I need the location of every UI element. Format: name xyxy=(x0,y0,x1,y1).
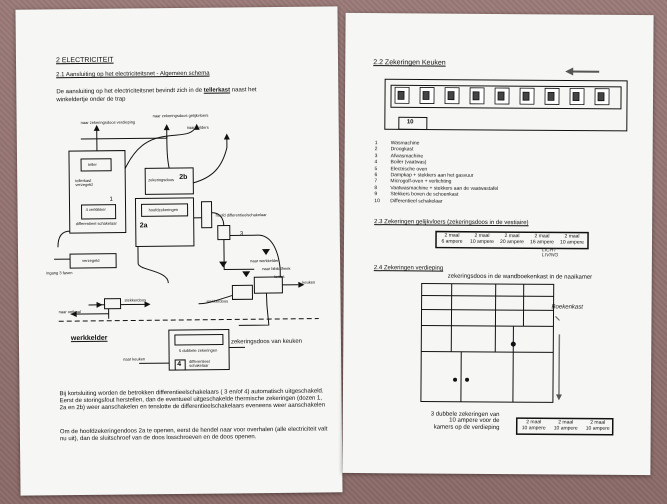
label-naar-kelders: naar kelders xyxy=(186,124,209,130)
label-terras: terras xyxy=(274,273,285,280)
text-3-dubbele-zekeringen: 3 dubbele zekeringen van 10 ampere voor … xyxy=(430,411,500,431)
label-differentieel: differentieel schakelaar xyxy=(75,220,117,227)
handwritten-note: LICHT LIVING xyxy=(541,247,559,259)
list-item-text: Boiler (vaatwas) xyxy=(390,159,427,166)
fuse-switch xyxy=(572,92,580,101)
fuse-switch xyxy=(522,91,530,101)
label-hoofd-diff: hoofd differentieelschakelaar xyxy=(215,212,267,218)
label-tellerkast: tellerkast verzegeld xyxy=(75,177,93,188)
heading-zekeringen-gelijkvloers: 2.3 Zekeringen gelijkvloers (zekeringsdo… xyxy=(374,219,529,227)
fuse-switch xyxy=(597,92,605,102)
fuse-switch xyxy=(547,91,555,101)
label-diff-4: differentieel schakelaar xyxy=(189,358,210,369)
fuse-cell-ampere: 16 ampere xyxy=(530,238,554,245)
fuse-cell-ampere: 6 ampere xyxy=(441,238,463,245)
box-number-10: 10 xyxy=(406,119,414,126)
label-verklikker: 4 verklikker xyxy=(85,206,106,212)
list-item-number: 7 xyxy=(374,178,378,185)
fuse-cell-ampere: 10 ampere xyxy=(553,424,578,432)
label-boekenkast: Boekenkast xyxy=(551,304,583,311)
label-naar-zekeringdoos-verdieping: naar zekeringsdoos verdieping xyxy=(80,119,136,126)
list-item-text: Droogkast xyxy=(390,146,414,153)
fuse-switch xyxy=(447,91,455,101)
electrical-schema-diagram xyxy=(54,123,319,371)
heading-zekeringen-verdieping: 2.4 Zekeringen verdieping xyxy=(373,265,444,272)
label-verzegeld: verzegeld xyxy=(82,257,100,264)
fuse-cell-ampere: 10 ampere xyxy=(585,425,610,432)
fuse-switch xyxy=(472,91,480,101)
label-2a: 2a xyxy=(139,222,148,230)
label-naar-zekeringdoos-gelijkvloers: naar zekeringsdoos gelijkvloers xyxy=(152,112,209,119)
fuse-switch xyxy=(422,91,430,100)
list-item-number: 10 xyxy=(374,197,380,204)
fuse-cell-ampere: 10 ampere xyxy=(521,424,546,431)
label-naar-bibliotheek: naar bibliotheek xyxy=(262,265,291,272)
label-ingang: ingang 3 fasen xyxy=(46,270,73,276)
right-page: 2.2 Zekeringen Keuken xyxy=(342,12,654,476)
list-item-number: 9 xyxy=(374,191,378,198)
label-1: 1 xyxy=(109,196,113,203)
label-naar-onthaal: naar onthaal xyxy=(58,309,81,315)
list-item-text: Differentieel schakelaar xyxy=(390,197,443,205)
subheading-wandboekenkast: zekeringsdoos in de wandboekenkast in de… xyxy=(447,273,593,281)
label-stekkerdoos: stekkerdoos xyxy=(124,297,147,303)
fuse-panels-diagram xyxy=(384,67,628,436)
label-naar-werkkelder: naar werkkelder xyxy=(250,257,279,264)
label-keuken: keuken xyxy=(302,279,316,285)
list-item-text: Stekkers boven de schoenkast xyxy=(390,191,459,198)
fuse-switch xyxy=(497,91,505,101)
list-item-number: 4 xyxy=(374,159,378,166)
fuse-switch xyxy=(397,90,405,100)
label-4: 4 xyxy=(177,360,182,369)
label-naar-keuken: naar keuken xyxy=(123,356,146,362)
label-teller: teller xyxy=(88,161,97,167)
label-werkkelder: werkkelder xyxy=(70,334,108,343)
fuse-cell-ampere: 20 ampere xyxy=(500,238,524,245)
label-zekeringsdoos-2b: zekeringsdoos xyxy=(148,177,175,183)
paragraph-kortsluiting: Bij kortsluiting worden de betrokken dif… xyxy=(59,388,326,412)
label-3: 3 xyxy=(239,231,244,238)
label-zekeringsdoos-keuken: zekeringsdoos van keuken xyxy=(230,338,303,346)
label-hoofdzekeringen: hoofdzekeringen xyxy=(148,207,179,213)
label-stekkerdoos-2: stekkerdoos xyxy=(206,298,229,304)
fuse-cell-ampere: 10 ampere xyxy=(470,238,494,245)
list-item-number: 2 xyxy=(374,146,378,153)
label-5-dubbele: 5 dubbele zekeringen xyxy=(179,347,218,354)
left-page: 2 ELECTRICITEIT 2.1 Aansluiting op het e… xyxy=(15,6,343,496)
label-2b: 2b xyxy=(179,173,188,181)
paragraph-hoofdzekeringen: Om de hoofdzekeringendoos 2a te openen, … xyxy=(59,426,328,443)
fuse-cell-ampere: 10 ampere xyxy=(560,238,584,246)
